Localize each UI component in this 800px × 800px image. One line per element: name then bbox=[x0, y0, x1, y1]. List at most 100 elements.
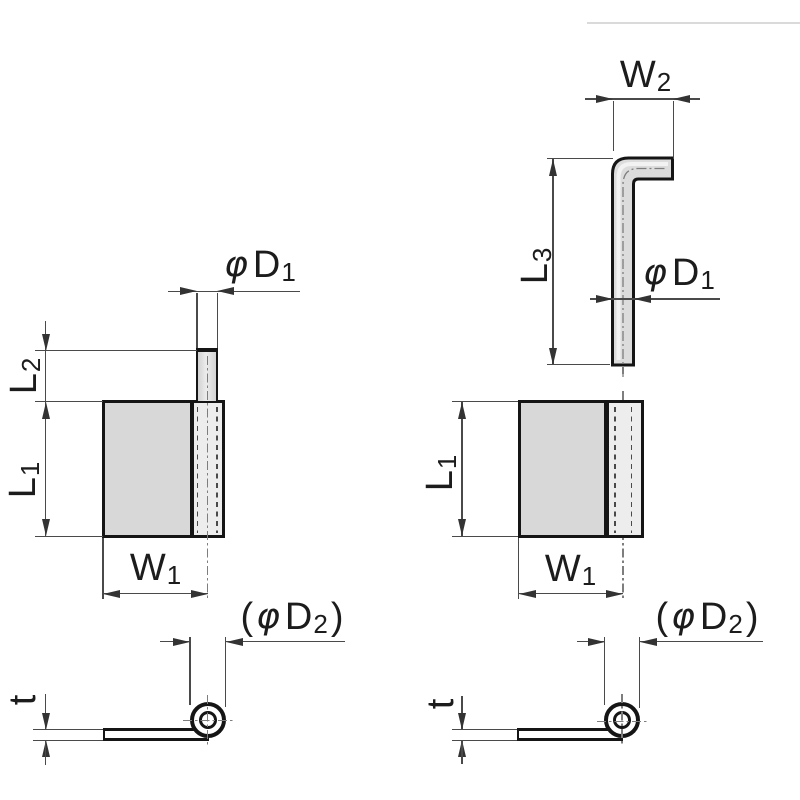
dim-letter: L bbox=[419, 470, 461, 492]
dimension-line bbox=[585, 98, 700, 100]
dimension-arrow bbox=[217, 287, 235, 296]
extension-line bbox=[452, 739, 517, 742]
dim-letter: D bbox=[284, 595, 313, 638]
extension-line bbox=[517, 538, 520, 599]
hinge-plate-outline bbox=[102, 400, 225, 538]
extension-line bbox=[33, 728, 103, 731]
dimension-arrow bbox=[457, 519, 466, 536]
dim-letter: t bbox=[2, 694, 44, 706]
extension-line bbox=[547, 364, 610, 366]
dim-label-thickness: t bbox=[419, 698, 462, 710]
dim-letter: L bbox=[514, 263, 556, 285]
extension-line bbox=[35, 400, 103, 402]
dimension-arrow bbox=[225, 637, 243, 646]
dimension-arrow bbox=[633, 294, 651, 303]
extension-line bbox=[102, 538, 104, 599]
dim-subscript: 1 bbox=[166, 559, 182, 590]
dimension-line bbox=[461, 402, 463, 536]
dimension-line bbox=[518, 592, 623, 595]
pin-center-line bbox=[622, 367, 624, 374]
dimension-line bbox=[461, 740, 463, 765]
dim-letter: D bbox=[252, 244, 281, 286]
hinge-leaf-fill bbox=[105, 403, 190, 535]
hinge-leaf-fill bbox=[521, 403, 604, 535]
dimension-line bbox=[44, 694, 47, 730]
extension-line bbox=[672, 101, 674, 159]
phi-symbol: φ bbox=[671, 596, 695, 637]
leaf-knuckle-divider bbox=[604, 403, 609, 535]
dim-letter: D bbox=[699, 596, 728, 638]
dimension-arrow bbox=[103, 589, 120, 598]
extension-line bbox=[638, 637, 641, 708]
knuckle-fill bbox=[608, 403, 641, 535]
dim-letter: t bbox=[419, 698, 462, 710]
phi-symbol: φ bbox=[224, 244, 248, 285]
dim-subscript: 2 bbox=[313, 608, 328, 639]
pin-center-line bbox=[622, 167, 667, 377]
extension-line bbox=[35, 350, 197, 352]
dimension-arrow bbox=[41, 402, 50, 419]
dimension-line bbox=[44, 402, 47, 536]
dim-label-thickness: t bbox=[2, 694, 44, 706]
extension-line bbox=[452, 400, 518, 402]
dimension-line bbox=[103, 592, 208, 595]
dim-letter: W bbox=[619, 54, 656, 96]
dim-letter: W bbox=[544, 548, 581, 590]
dim-subscript: 1 bbox=[15, 461, 45, 477]
dimension-arrow bbox=[639, 637, 657, 646]
extension-line bbox=[224, 637, 227, 707]
dim-letter: D bbox=[671, 251, 700, 294]
dimension-arrow bbox=[595, 294, 613, 303]
dimension-arrow bbox=[458, 712, 466, 730]
dim-subscript: 1 bbox=[432, 454, 462, 470]
dimension-arrow bbox=[41, 519, 50, 536]
dimension-line bbox=[44, 351, 47, 401]
pin-highlight bbox=[616, 162, 668, 360]
paren-open: ( bbox=[240, 595, 254, 638]
extension-line bbox=[547, 157, 613, 160]
leaf-side-profile bbox=[517, 728, 623, 741]
center-line bbox=[206, 695, 209, 746]
bent-pin-outline bbox=[611, 156, 674, 367]
phi-symbol: φ bbox=[643, 251, 667, 293]
leaf-side-profile bbox=[103, 728, 209, 741]
extension-line bbox=[196, 293, 198, 348]
extension-line bbox=[216, 293, 218, 348]
bent-pin-shape bbox=[611, 156, 674, 377]
dimension-line bbox=[639, 640, 763, 643]
dim-subscript: 2 bbox=[656, 67, 672, 97]
dim-letter: W bbox=[129, 546, 166, 589]
extension-line bbox=[604, 637, 606, 705]
extension-line bbox=[33, 739, 103, 742]
dimension-arrow bbox=[595, 95, 613, 103]
center-line bbox=[621, 694, 623, 746]
hinge-plate-outline bbox=[518, 400, 644, 538]
dimension-arrow bbox=[549, 347, 557, 365]
paren-close: ) bbox=[745, 596, 759, 638]
dim-subscript: 1 bbox=[700, 264, 715, 295]
leaf-knuckle-divider bbox=[189, 403, 194, 535]
dimension-arrow bbox=[673, 95, 690, 103]
paren-close: ) bbox=[330, 595, 344, 638]
dimension-line bbox=[225, 640, 345, 643]
extension-line bbox=[452, 535, 518, 537]
dimension-arrow bbox=[606, 589, 623, 598]
extension-line bbox=[612, 101, 614, 151]
pin-center-line bbox=[206, 356, 208, 598]
dimension-arrow bbox=[549, 158, 557, 176]
hidden-line bbox=[630, 407, 633, 533]
dim-letter: L bbox=[3, 373, 45, 395]
dimension-arrow bbox=[587, 637, 605, 646]
